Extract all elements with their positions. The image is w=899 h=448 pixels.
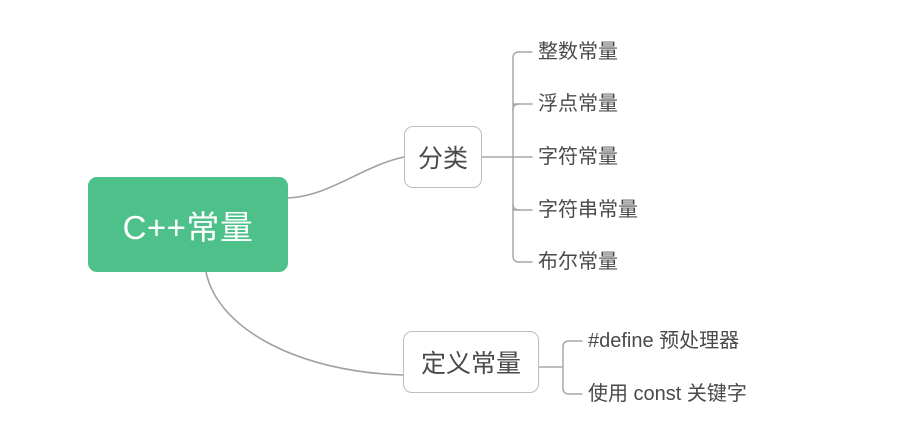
mindmap-leaf-char-constant[interactable]: 字符常量 [538,146,618,168]
mindmap-branch-label-classification: 分类 [417,145,468,173]
connector-root-to-branch-classification [287,156,405,199]
mindmap-branch-node-define-constant[interactable]: 定义常量 [403,331,539,393]
bracket-elbow-string [512,203,520,211]
mindmap-leaf-float-constant[interactable]: 浮点常量 [538,93,618,115]
mindmap-leaf-const-keyword[interactable]: 使用 const 关键字 [588,383,747,405]
bracket-elbow-float [512,103,520,111]
mindmap-root-label: C++常量 [122,208,254,246]
mindmap-leaf-string-constant[interactable]: 字符串常量 [538,199,638,221]
bracket-define-spine [562,340,570,395]
mindmap-root-node[interactable]: C++常量 [88,177,288,272]
mindmap-leaf-boolean-constant[interactable]: 布尔常量 [538,251,618,273]
connector-root-to-branch-define [205,271,404,376]
mindmap-branch-label-define-constant: 定义常量 [420,350,521,378]
mindmap-leaf-integer-constant[interactable]: 整数常量 [538,41,618,63]
mindmap-leaf-define-preprocessor[interactable]: #define 预处理器 [588,330,740,352]
mindmap-branch-node-classification[interactable]: 分类 [404,126,482,188]
